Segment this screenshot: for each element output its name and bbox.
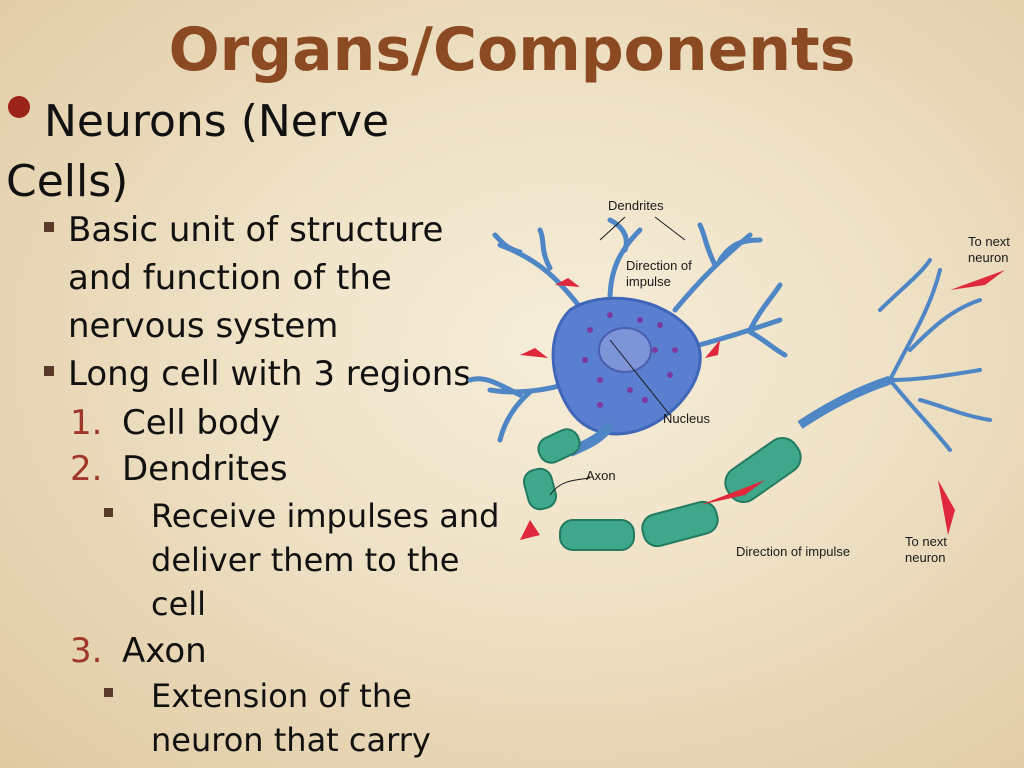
region-label: Dendrites <box>122 449 288 489</box>
detail-text: Receive impulses and deliver them to the… <box>151 497 500 623</box>
region-item-axon: 3. Axon <box>70 628 207 674</box>
region-label: Cell body <box>122 403 281 443</box>
detail-text: Extension of the neuron that carry <box>151 677 431 759</box>
region-item-dendrites: 2. Dendrites <box>70 446 288 492</box>
neuron-diagram: Dendrites Direction of impulse To next n… <box>467 198 1010 565</box>
square-bullet-icon <box>44 222 54 232</box>
region-number: 1. <box>70 403 103 443</box>
label-nucleus: Nucleus <box>663 411 710 426</box>
main-bullet-text: Neurons (Nerve Cells) <box>6 96 390 207</box>
label-to-next-neuron-2a: To next <box>905 534 947 549</box>
main-bullet: Neurons (Nerve Cells) <box>6 92 476 212</box>
slide-title: Organs/Components <box>168 15 856 85</box>
axon-terminal-branches <box>878 258 992 452</box>
label-to-next-neuron-1a: To next <box>968 234 1010 249</box>
nucleus <box>598 327 652 373</box>
axon-terminal-stem <box>797 375 892 429</box>
label-to-next-neuron-2b: neuron <box>905 550 945 565</box>
axon-detail: Extension of the neuron that carry <box>104 674 524 762</box>
label-direction-of-impulse-1b: impulse <box>626 274 671 289</box>
region-number: 2. <box>70 449 103 489</box>
bullet-dot-icon <box>8 96 30 118</box>
label-dendrites: Dendrites <box>608 198 664 213</box>
label-to-next-neuron-1b: neuron <box>968 250 1008 265</box>
label-direction-of-impulse-2: Direction of impulse <box>736 544 850 559</box>
dendrites-detail: Receive impulses and deliver them to the… <box>104 494 524 626</box>
sub-bullet-structure: Basic unit of structure and function of … <box>44 206 514 350</box>
myelin-sheath <box>522 428 802 551</box>
sub-bullet-text: Basic unit of structure and function of … <box>68 210 444 346</box>
region-label: Axon <box>122 631 207 671</box>
region-number: 3. <box>70 631 103 671</box>
sub-bullet-text: Long cell with 3 regions <box>68 354 472 394</box>
impulse-arrows <box>520 270 1005 540</box>
square-bullet-icon <box>104 688 113 697</box>
label-direction-of-impulse-1a: Direction of <box>626 258 692 273</box>
sub-bullet-regions: Long cell with 3 regions <box>44 350 514 398</box>
cell-granules <box>582 312 678 408</box>
region-item-cell-body: 1. Cell body <box>70 400 280 446</box>
square-bullet-icon <box>44 366 54 376</box>
label-axon: Axon <box>586 468 616 483</box>
square-bullet-icon <box>104 508 113 517</box>
